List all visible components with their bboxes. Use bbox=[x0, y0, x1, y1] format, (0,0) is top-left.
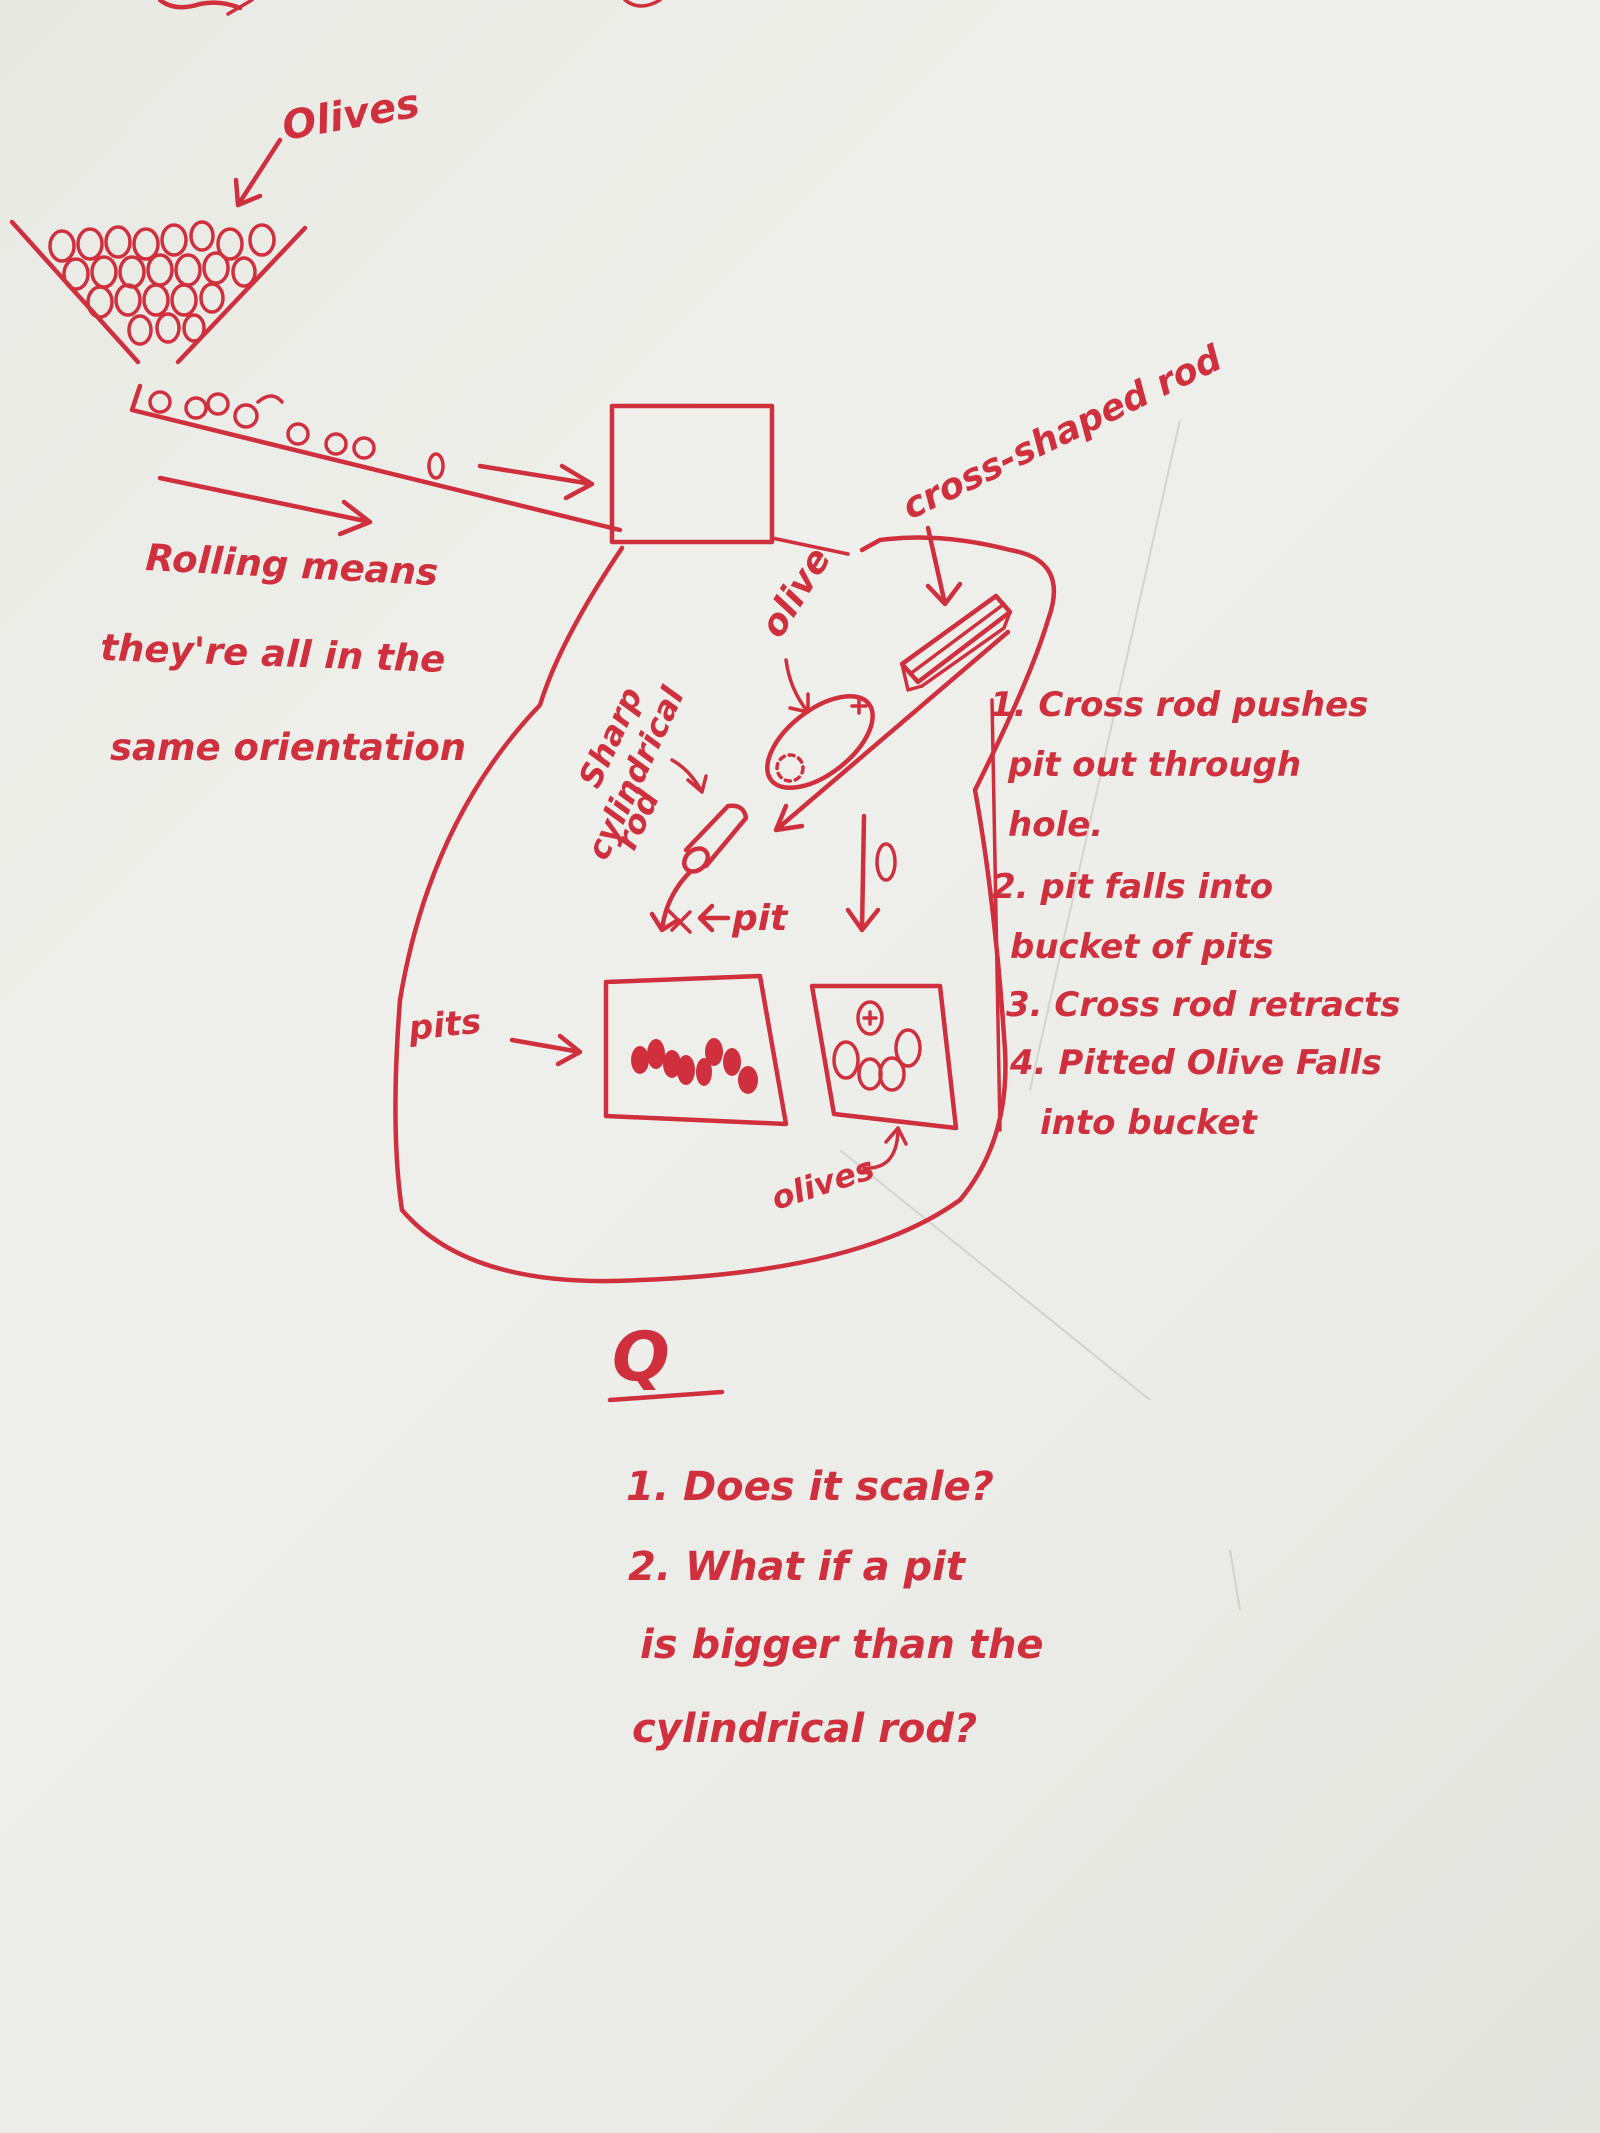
cross-rod bbox=[899, 593, 1013, 692]
q-heading: Q bbox=[612, 1318, 670, 1397]
arrow-push-direction bbox=[773, 629, 1011, 833]
step-line: pit out through bbox=[1007, 745, 1301, 785]
board-scratches bbox=[839, 419, 1241, 1611]
step-line: 2. pit falls into bbox=[992, 867, 1273, 907]
label-olives-top: Olives bbox=[279, 81, 423, 150]
note-rolling-line3: same orientation bbox=[110, 726, 466, 769]
hopper-olives bbox=[48, 220, 276, 346]
entry-box bbox=[609, 403, 775, 545]
label-pit: pit bbox=[731, 898, 789, 939]
arrow-to-sharp-rod bbox=[670, 758, 708, 794]
questions-heading: Q bbox=[607, 1318, 725, 1403]
arrow-to-olive bbox=[784, 658, 810, 714]
label-olives-bottom: olives bbox=[767, 1149, 879, 1218]
machine-outline bbox=[393, 535, 1057, 1284]
cylindrical-rod bbox=[681, 803, 749, 874]
question-line: cylindrical rod? bbox=[632, 1706, 977, 1752]
arrow-to-olives-bucket bbox=[862, 1126, 908, 1170]
note-rolling-line2: they're all in the bbox=[100, 626, 446, 681]
olives-bucket bbox=[809, 983, 959, 1131]
questions-list: 1. Does it scale? 2. What if a pit is bi… bbox=[626, 1464, 1044, 1752]
chute bbox=[129, 383, 623, 533]
step-line: hole. bbox=[1008, 805, 1103, 845]
olive bbox=[765, 694, 875, 790]
arrow-pit-left bbox=[697, 903, 731, 933]
pits-bucket bbox=[603, 973, 789, 1127]
question-line: 2. What if a pit bbox=[628, 1544, 967, 1590]
arrow-to-cross-rod bbox=[925, 525, 963, 607]
arrow-to-pits-bucket bbox=[509, 1033, 583, 1067]
step-line: 1. Cross rod pushes bbox=[990, 685, 1368, 725]
steps-list: 1. Cross rod pushes pit out through hole… bbox=[990, 685, 1401, 1143]
question-line: is bigger than the bbox=[640, 1622, 1044, 1668]
pits-in-bucket bbox=[631, 1038, 758, 1094]
note-rolling-line1: Rolling means bbox=[145, 536, 440, 594]
olive-drop bbox=[845, 813, 897, 933]
step-line: 3. Cross rod retracts bbox=[1006, 985, 1401, 1025]
rolling-arrow bbox=[157, 475, 373, 537]
arrow-pit-down bbox=[649, 869, 693, 933]
step-line: into bucket bbox=[1040, 1103, 1258, 1143]
label-pits: pits bbox=[406, 1002, 483, 1049]
label-olive: olive bbox=[753, 541, 839, 645]
step-line: 4. Pitted Olive Falls bbox=[1009, 1043, 1382, 1083]
rolling-olives bbox=[148, 390, 445, 480]
label-cross-shaped-rod: cross-shaped rod bbox=[896, 337, 1229, 528]
olives-in-bucket bbox=[832, 1000, 922, 1092]
arrow-to-hopper bbox=[233, 137, 283, 208]
step-line: bucket of pits bbox=[1010, 927, 1274, 967]
question-line: 1. Does it scale? bbox=[626, 1464, 994, 1510]
hopper bbox=[9, 219, 308, 365]
cut-off-marks bbox=[157, 0, 662, 16]
